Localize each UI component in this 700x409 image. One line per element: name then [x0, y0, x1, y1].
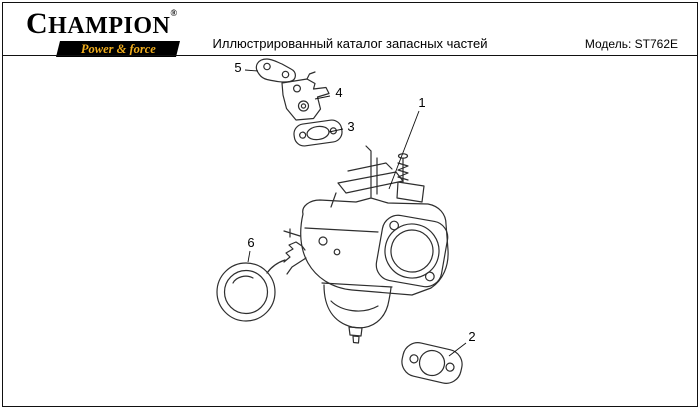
callout-4: 4 — [335, 85, 343, 100]
part-2-gasket — [401, 342, 463, 384]
callout-2: 2 — [468, 329, 476, 344]
part-1-carburetor — [283, 145, 449, 344]
part-5-gasket — [255, 58, 296, 83]
logo-wordmark: CHAMPION® — [26, 9, 196, 39]
part-4-bracket — [281, 71, 330, 121]
callout-3: 3 — [347, 119, 355, 134]
callout-leader-lines — [244, 69, 467, 357]
callout-5: 5 — [234, 60, 242, 75]
model-label: Модель: ST762E — [584, 37, 678, 51]
part-3-gasket — [293, 119, 343, 147]
champion-logo: CHAMPION® Power & force — [26, 9, 196, 57]
registered-mark: ® — [170, 8, 178, 18]
header-divider — [3, 55, 697, 56]
part-6-primer — [216, 241, 306, 322]
callout-6: 6 — [247, 235, 255, 250]
callout-1: 1 — [418, 95, 426, 110]
page-title: Иллюстрированный каталог запасных частей — [212, 36, 488, 51]
